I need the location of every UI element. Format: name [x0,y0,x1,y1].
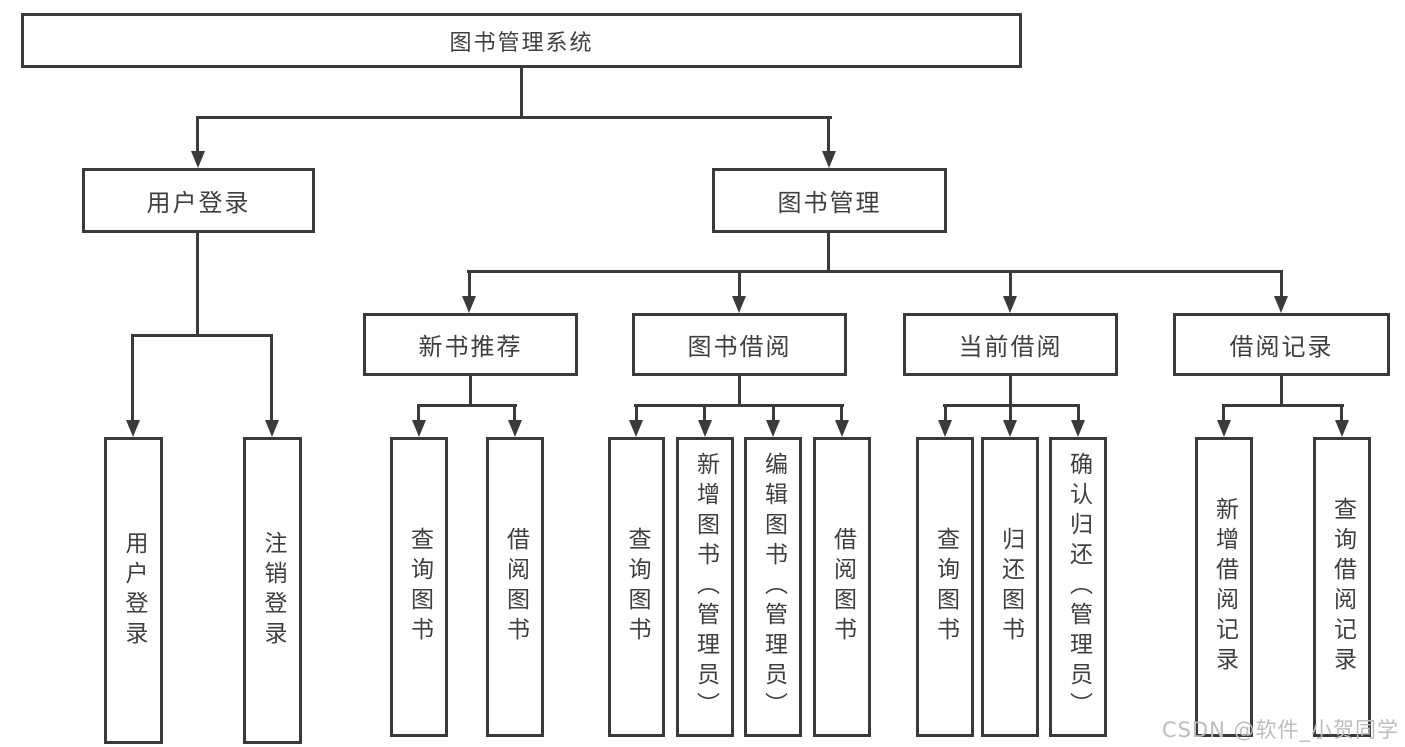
leaf-logout: 注销登录 [243,437,302,744]
arrowhead-down-icon [1003,420,1017,437]
connector-line [1280,376,1283,406]
connector-line [1009,404,1012,422]
node-label: 借阅图书 [829,527,856,647]
connector-line [634,404,844,407]
arrowhead-down-icon [835,420,849,437]
arrowhead-down-icon [1335,420,1349,437]
connector-line [703,404,706,422]
connector-line [827,116,830,154]
connector-line [738,376,741,406]
connector-line [417,404,517,407]
node-label: 新增图书（管理员） [692,452,719,722]
node-label: 借阅记录 [1229,333,1334,361]
arrowhead-down-icon [462,296,476,313]
node-label: 图书管理 [777,189,882,217]
node-label: 用户登录 [121,530,147,651]
node-current-borrowing: 当前借阅 [903,313,1118,376]
connector-line [1280,270,1283,298]
connector-line [944,404,947,422]
connector-line [827,233,830,272]
connector-line [468,270,471,298]
node-label: 图书管理系统 [449,30,594,56]
arrowhead-down-icon [732,296,746,313]
connector-line [467,270,1283,273]
arrowhead-down-icon [126,420,140,437]
leaf-query-books-current: 查询图书 [916,437,974,737]
node-label: 确认归还（管理员） [1065,452,1092,722]
node-root-library-system: 图书管理系统 [21,13,1022,68]
leaf-borrow-books-borrowing: 借阅图书 [813,437,871,737]
node-label: 归还图书 [997,527,1024,647]
connector-line [1222,404,1225,422]
arrowhead-down-icon [191,151,205,168]
arrowhead-down-icon [1217,420,1231,437]
arrowhead-down-icon [1003,296,1017,313]
node-book-management: 图书管理 [712,168,947,233]
connector-line [270,334,273,422]
leaf-query-books-recommend: 查询图书 [390,437,448,737]
connector-line [1077,404,1080,422]
arrowhead-down-icon [508,420,522,437]
node-label: 注销登录 [260,530,286,651]
node-label: 当前借阅 [958,333,1063,361]
node-label: 编辑图书（管理员） [760,452,787,722]
connector-line [513,404,516,422]
connector-line [1222,404,1344,407]
connector-line [131,334,134,422]
node-label: 新增借阅记录 [1211,497,1238,677]
arrowhead-down-icon [822,151,836,168]
connector-line [772,404,775,422]
connector-line [131,334,273,337]
leaf-borrow-books-recommend: 借阅图书 [486,437,544,737]
node-label: 查询图书 [624,527,650,647]
node-new-book-recommendation: 新书推荐 [363,313,578,376]
arrowhead-down-icon [265,420,279,437]
connector-line [417,404,420,422]
node-label: 借阅图书 [502,527,529,647]
connector-line [1340,404,1343,422]
connector-line [738,270,741,298]
node-borrowing-records: 借阅记录 [1173,313,1390,376]
node-label: 查询借阅记录 [1329,497,1356,677]
node-label: 新书推荐 [418,333,523,361]
node-label: 查询图书 [932,527,959,647]
arrowhead-down-icon [766,420,780,437]
csdn-watermark: CSDN @软件_小贺同学 [1161,718,1399,742]
arrowhead-down-icon [412,420,426,437]
arrowhead-down-icon [1274,296,1288,313]
arrowhead-down-icon [938,420,952,437]
leaf-add-book-admin: 新增图书（管理员） [676,437,734,737]
connector-line [196,116,832,119]
connector-line [196,233,199,336]
connector-line [635,404,638,422]
connector-line [469,376,472,406]
connector-line [196,116,199,154]
node-book-borrowing: 图书借阅 [632,313,847,376]
connector-line [840,404,843,422]
leaf-user-login: 用户登录 [104,437,163,744]
arrowhead-down-icon [1071,420,1085,437]
connector-line [1009,270,1012,298]
leaf-query-borrow-record: 查询借阅记录 [1313,437,1371,737]
node-user-login: 用户登录 [82,168,315,233]
connector-line [1009,376,1012,406]
leaf-add-borrow-record: 新增借阅记录 [1195,437,1253,737]
node-label: 图书借阅 [687,333,792,361]
leaf-return-books: 归还图书 [981,437,1039,737]
leaf-confirm-return-admin: 确认归还（管理员） [1049,437,1107,737]
leaf-edit-book-admin: 编辑图书（管理员） [744,437,802,737]
arrowhead-down-icon [698,420,712,437]
connector-line [520,68,523,118]
node-label: 查询图书 [406,527,433,647]
arrowhead-down-icon [629,420,643,437]
leaf-query-books-borrowing: 查询图书 [608,437,665,737]
node-label: 用户登录 [146,189,251,217]
